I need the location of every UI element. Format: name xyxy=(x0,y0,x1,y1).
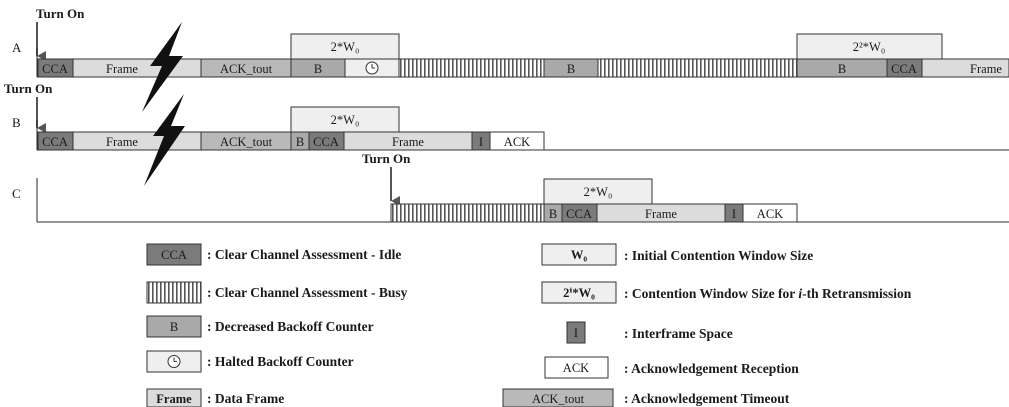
turn-on-label-c: Turn On xyxy=(362,151,411,166)
cca-block-label: CCA xyxy=(42,62,68,76)
contention-window-label: 2*W₀ xyxy=(331,113,360,127)
clock-icon xyxy=(167,355,181,368)
backoff-label: B xyxy=(838,62,846,76)
legend-ifs-text: : Interframe Space xyxy=(624,326,733,341)
legend-wi-swatch-label: 2ⁱ*W₀ xyxy=(563,286,595,300)
row-c: Turn On C 2*W₀ B CCA Frame I ACK xyxy=(12,151,1009,223)
legend-ifs-swatch xyxy=(566,321,586,344)
legend-cca-busy-swatch xyxy=(146,281,202,304)
ack-timeout-label: ACK_tout xyxy=(220,62,273,76)
turn-on-label-a: Turn On xyxy=(36,6,85,21)
ack-label: ACK xyxy=(504,135,530,149)
cca-block-label: CCA xyxy=(42,135,68,149)
legend-data-frame-text: : Data Frame xyxy=(207,391,284,406)
legend-w0-swatch xyxy=(541,243,617,266)
frame-block-label: Frame xyxy=(392,135,424,149)
cca-busy-block xyxy=(390,203,545,223)
ifs-label: I xyxy=(479,135,483,149)
legend-ack-timeout-text: : Acknowledgement Timeout xyxy=(624,391,790,406)
lane-label-a: A xyxy=(12,40,22,55)
cca-block-label: CCA xyxy=(313,135,339,149)
ack-block xyxy=(742,203,798,223)
clock-icon xyxy=(365,61,379,75)
legend-halted-backoff-text: : Halted Backoff Counter xyxy=(207,354,354,369)
cca-busy-block xyxy=(597,58,798,78)
turn-on-label-b: Turn On xyxy=(4,81,53,96)
legend-cca-idle-text: : Clear Channel Assessment - Idle xyxy=(207,247,401,262)
legend-cca-swatch-label: CCA xyxy=(161,248,187,262)
legend-ifs-swatch-label: I xyxy=(574,326,578,340)
ifs-label: I xyxy=(732,207,736,221)
legend-w0-text: : Initial Contention Window Size xyxy=(624,248,813,263)
contention-window-label: 2*W₀ xyxy=(584,185,613,199)
backoff-label: B xyxy=(314,62,322,76)
legend-ack-text: : Acknowledgement Reception xyxy=(624,361,799,376)
legend-cca-idle-swatch xyxy=(146,243,202,266)
frame-block xyxy=(921,58,1009,78)
legend-wi-text: : Contention Window Size for i-th Retran… xyxy=(624,286,912,301)
legend-decreased-backoff-text: : Decreased Backoff Counter xyxy=(207,319,374,334)
backoff-label: B xyxy=(296,135,304,149)
frame-block-label: Frame xyxy=(645,207,677,221)
ack-label: ACK xyxy=(757,207,783,221)
cca-block-label: CCA xyxy=(566,207,592,221)
legend: CCA : Clear Channel Assessment - Idle : … xyxy=(146,243,912,407)
frame-block-label: Frame xyxy=(970,62,1002,76)
ack-block xyxy=(489,131,545,151)
legend-ack-timeout-swatch xyxy=(502,388,614,407)
ack-timeout-label: ACK_tout xyxy=(220,135,273,149)
backoff-label: B xyxy=(567,62,575,76)
lightning-collision-icon xyxy=(142,22,185,186)
cca-busy-block xyxy=(398,58,545,78)
lane-label-c: C xyxy=(12,186,21,201)
contention-window-box xyxy=(290,33,400,60)
legend-frame-swatch-label: Frame xyxy=(156,392,192,406)
legend-backoff-swatch xyxy=(146,315,202,338)
cca-block-label: CCA xyxy=(891,62,917,76)
legend-ack-timeout-swatch-label: ACK_tout xyxy=(532,392,585,406)
frame-block-label: Frame xyxy=(106,135,138,149)
contention-window-box xyxy=(290,106,400,133)
legend-frame-swatch xyxy=(146,388,202,407)
frame-block-label: Frame xyxy=(106,62,138,76)
backoff-label: B xyxy=(549,207,557,221)
legend-wi-swatch xyxy=(541,281,617,304)
legend-cca-busy-text: : Clear Channel Assessment - Busy xyxy=(207,285,408,300)
contention-window-label: 2²*W₀ xyxy=(853,40,885,54)
legend-w0-swatch-label: W₀ xyxy=(571,248,588,262)
legend-backoff-swatch-label: B xyxy=(170,320,178,334)
contention-window-box xyxy=(796,33,943,60)
lane-label-b: B xyxy=(12,115,21,130)
legend-ack-swatch-label: ACK xyxy=(563,361,589,375)
contention-window-label: 2*W₀ xyxy=(331,40,360,54)
legend-ack-swatch xyxy=(544,356,609,379)
row-a: Turn On A 2*W₀ 2²*W₀ CCA Frame ACK_tout … xyxy=(12,6,1009,78)
